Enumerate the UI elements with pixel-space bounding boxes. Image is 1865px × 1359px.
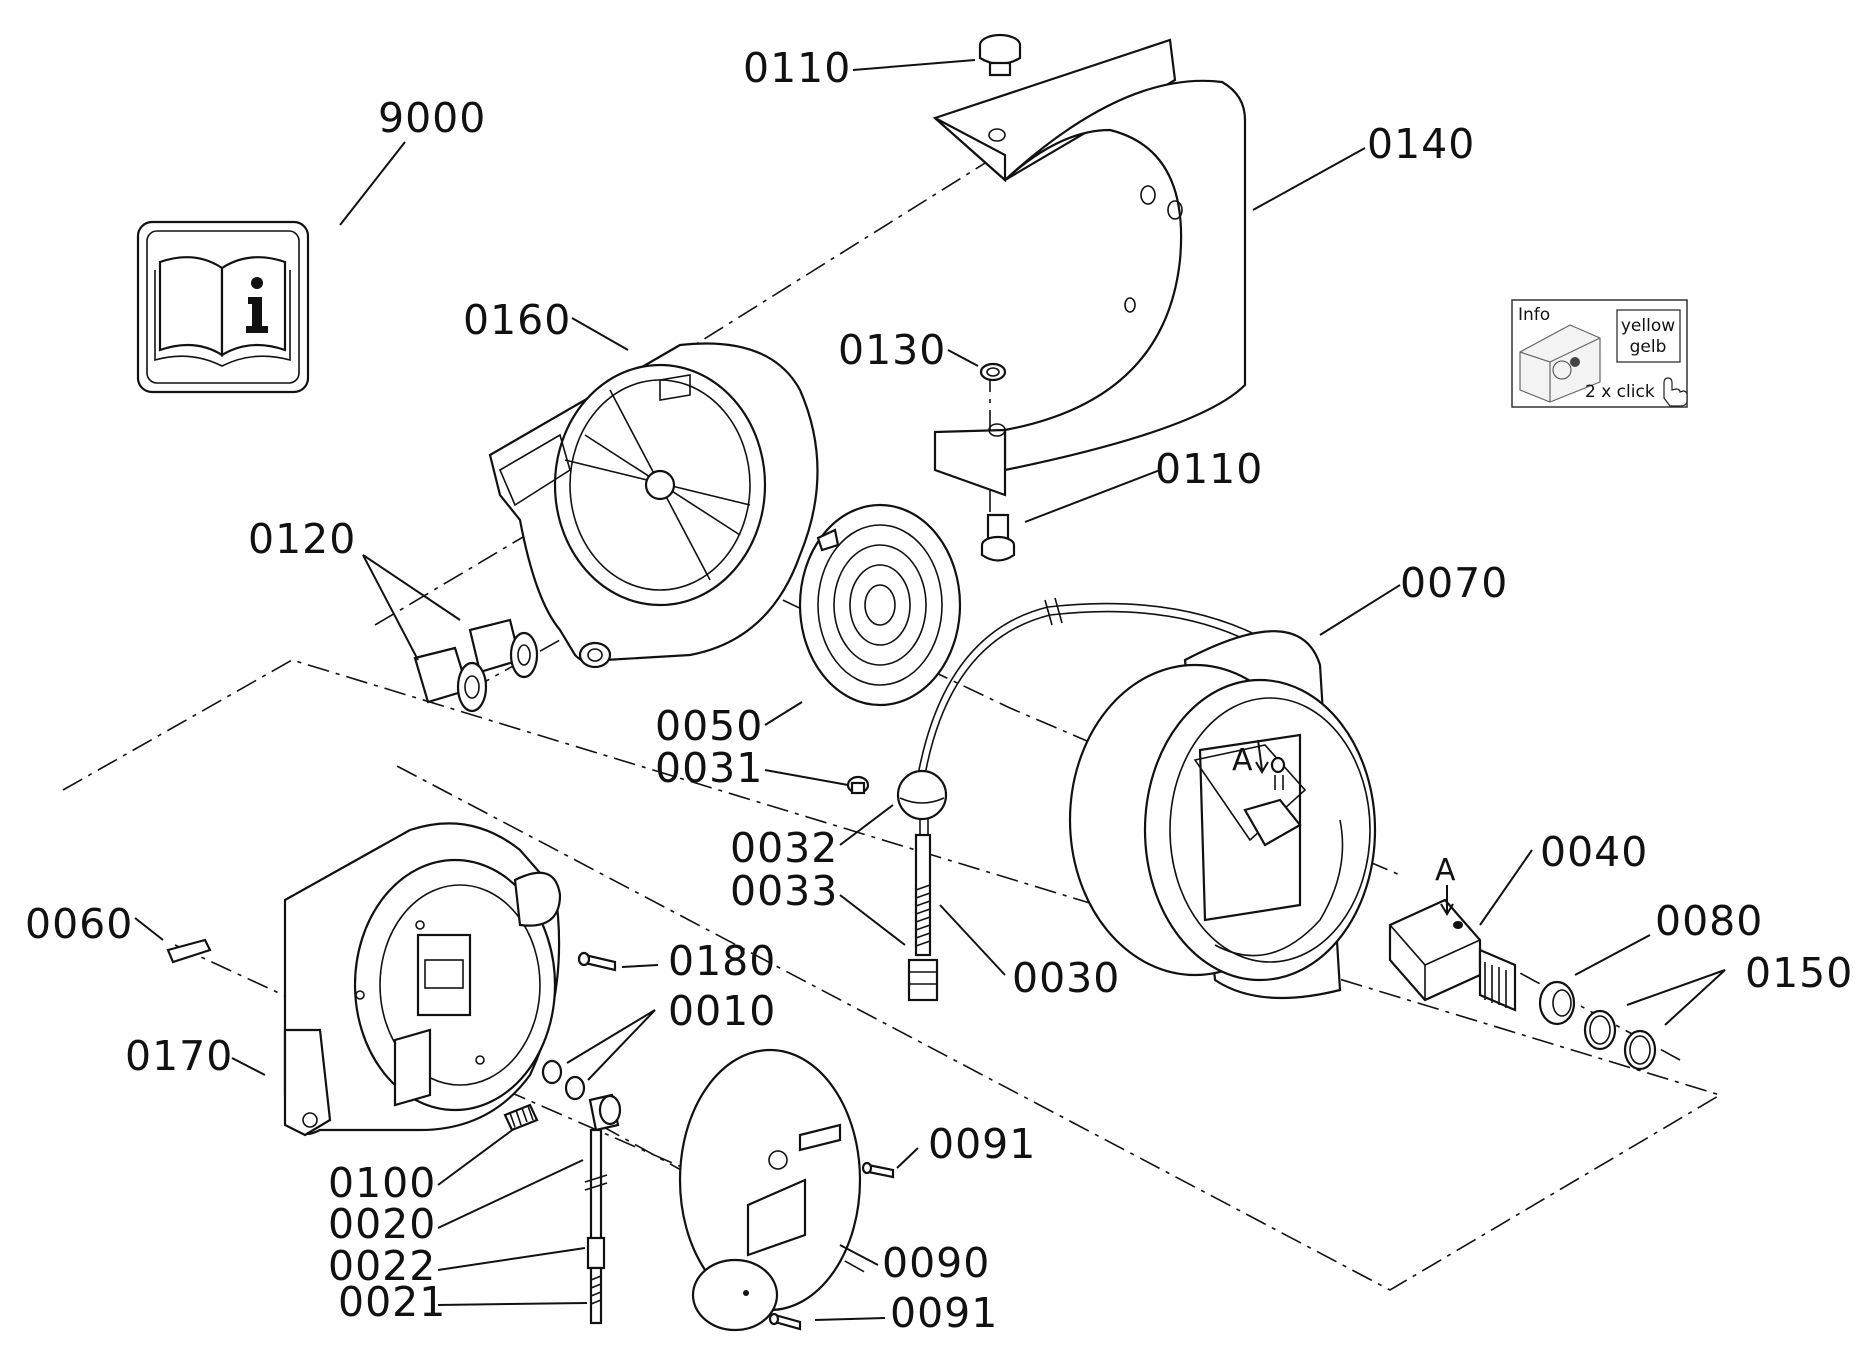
part-0110-pin-bottom[interactable] [980, 513, 1016, 562]
leader-lines [134, 59, 1726, 1321]
part-0080-seal[interactable] [1538, 980, 1576, 1026]
detail-a-label-drum: A [1232, 743, 1254, 778]
label-0032[interactable]: 0032 [730, 824, 838, 872]
part-0091-screw-lower[interactable] [768, 1312, 802, 1331]
label-0160[interactable]: 0160 [463, 296, 571, 344]
label-0090[interactable]: 0090 [882, 1239, 990, 1287]
label-0140[interactable]: 0140 [1367, 120, 1475, 168]
label-0130[interactable]: 0130 [838, 326, 946, 374]
label-0091-upper[interactable]: 0091 [928, 1120, 1036, 1168]
label-0021[interactable]: 0021 [338, 1278, 446, 1326]
detail-a-label-shaft: A [1435, 853, 1457, 888]
label-0120[interactable]: 0120 [248, 515, 356, 563]
info-click-hint: 2 x click [1585, 382, 1655, 402]
part-0110-pin-top[interactable] [978, 33, 1022, 77]
part-0120-roller-lower[interactable] [413, 646, 488, 713]
part-0170-main-housing[interactable] [283, 822, 562, 1137]
part-0130-washer[interactable] [979, 362, 1007, 382]
label-0040[interactable]: 0040 [1540, 828, 1648, 876]
part-0050-spiral-spring[interactable] [798, 503, 962, 707]
color-legend-box [1616, 309, 1681, 363]
label-9000[interactable]: 9000 [378, 94, 486, 142]
part-labels: 9000 0110 0140 0160 0130 0110 0120 0070 … [25, 44, 1853, 1337]
label-0010[interactable]: 0010 [668, 987, 776, 1035]
part-0060-latch[interactable] [166, 938, 212, 964]
part-0031-clip[interactable] [846, 775, 870, 795]
part-0180-screw[interactable] [577, 951, 617, 972]
color-label-de: gelb [1630, 337, 1667, 357]
part-0150-ring-1[interactable] [1583, 1009, 1617, 1051]
part-0150-ring-2[interactable] [1623, 1029, 1657, 1071]
part-0022-ferrule[interactable] [586, 1236, 606, 1270]
label-0180[interactable]: 0180 [668, 937, 776, 985]
part-0140-bracket[interactable] [932, 38, 1247, 497]
label-0150[interactable]: 0150 [1745, 949, 1853, 997]
part-0090-front-cover[interactable] [678, 1048, 862, 1332]
part-0021-nipple[interactable] [589, 1266, 603, 1325]
label-0170[interactable]: 0170 [125, 1032, 233, 1080]
label-0030[interactable]: 0030 [1012, 954, 1120, 1002]
label-0033[interactable]: 0033 [730, 867, 838, 915]
label-0110-top[interactable]: 0110 [743, 44, 851, 92]
part-0120-roller-upper[interactable] [468, 618, 539, 679]
label-0080[interactable]: 0080 [1655, 897, 1763, 945]
info-box[interactable]: Info yellow gelb 2 x click [1511, 299, 1688, 408]
part-0020-swivel-pipe[interactable] [584, 1093, 622, 1247]
info-title: Info [1518, 305, 1550, 325]
label-0022[interactable]: 0022 [328, 1242, 436, 1290]
part-0010-oring-2[interactable] [564, 1075, 586, 1101]
part-0032-stop-ball[interactable] [896, 769, 948, 821]
label-0020[interactable]: 0020 [328, 1200, 436, 1248]
part-0070-hose-drum[interactable] [1068, 630, 1377, 1000]
label-0031[interactable]: 0031 [655, 744, 763, 792]
label-0100[interactable]: 0100 [328, 1159, 436, 1207]
hand-pointer-icon [1663, 377, 1688, 407]
label-0050[interactable]: 0050 [655, 702, 763, 750]
color-label-en: yellow [1621, 316, 1675, 336]
label-0110-bottom[interactable]: 0110 [1155, 445, 1263, 493]
label-0091-lower[interactable]: 0091 [890, 1289, 998, 1337]
label-0060[interactable]: 0060 [25, 900, 133, 948]
label-0070[interactable]: 0070 [1400, 559, 1508, 607]
part-0040-axle-shaft[interactable] [1388, 898, 1517, 1012]
part-0100-spring[interactable] [503, 1103, 539, 1132]
info-thumbnail [1519, 324, 1601, 403]
part-0033-spring-guard[interactable] [907, 833, 939, 1002]
detail-a-markers: A A [1232, 739, 1457, 916]
part-0160-housing[interactable] [488, 342, 819, 669]
manual-book-info-icon[interactable] [136, 220, 310, 394]
part-0091-screw-upper[interactable] [861, 1161, 895, 1179]
part-0010-oring-1[interactable] [541, 1059, 563, 1085]
